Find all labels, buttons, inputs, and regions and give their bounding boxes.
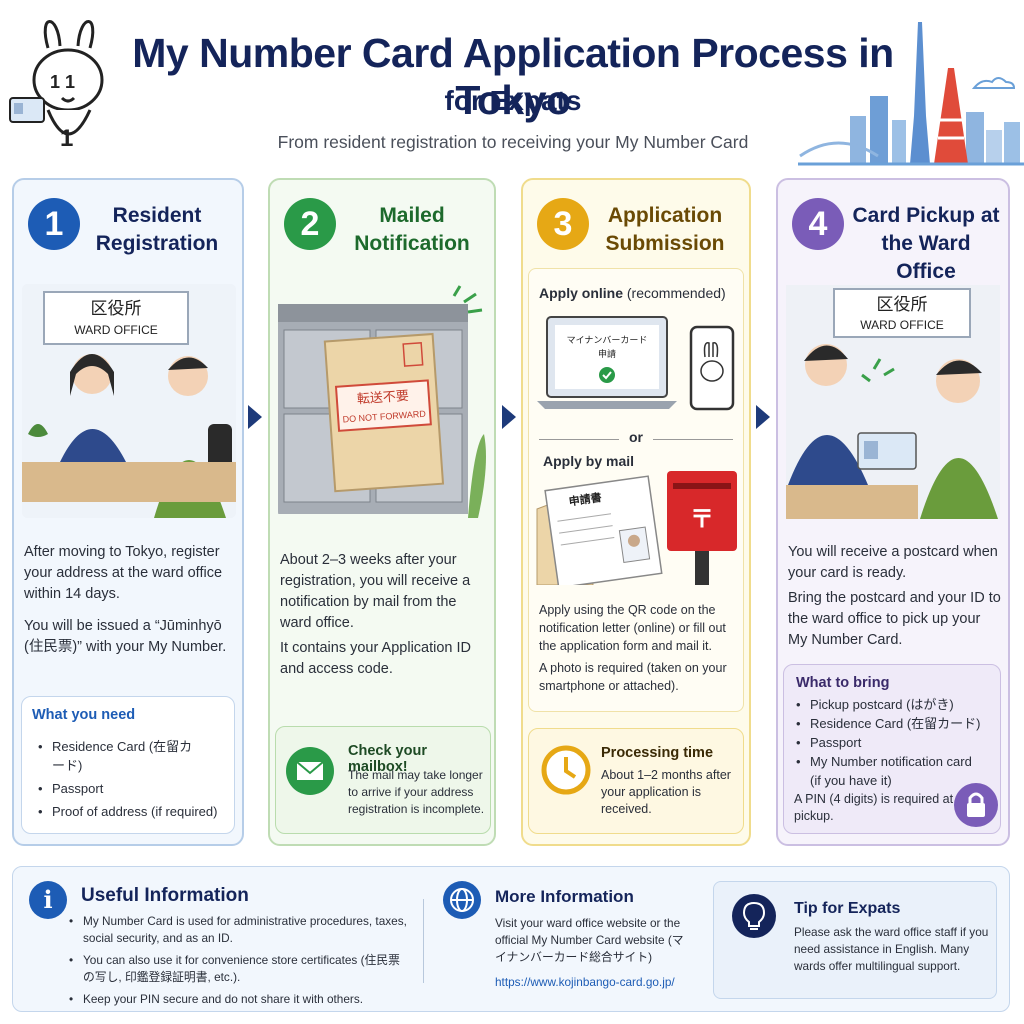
official-website-link[interactable]: https://www.kojinbango-card.go.jp/ bbox=[495, 975, 675, 989]
step-card-application-submission: 3 Application Submission Apply online (r… bbox=[521, 178, 751, 846]
check-mailbox-box: Check your mailbox! The mail may take lo… bbox=[275, 726, 491, 834]
list-item: My Number notification card (if you have… bbox=[796, 752, 974, 790]
lock-icon bbox=[954, 783, 998, 827]
pin-note: A PIN (4 digits) is required at pickup. bbox=[794, 792, 954, 823]
box-title: What you need bbox=[32, 707, 136, 723]
or-divider: or bbox=[539, 429, 733, 449]
svg-text:申請: 申請 bbox=[598, 348, 616, 360]
list-item: Keep your PIN secure and do not share it… bbox=[69, 991, 409, 1008]
sign-english: WARD OFFICE bbox=[74, 323, 158, 337]
step-description: After moving to Tokyo, register your add… bbox=[24, 544, 223, 602]
step-title-line: Notification bbox=[354, 232, 470, 255]
sign-english: WARD OFFICE bbox=[860, 318, 944, 332]
clock-icon bbox=[541, 745, 591, 795]
laptop-phone-icon: マイナンバーカード 申請 bbox=[537, 316, 735, 411]
svg-text:1: 1 bbox=[60, 125, 73, 152]
envelope-icon bbox=[286, 747, 334, 795]
step-title: Mailed Notification bbox=[342, 202, 482, 258]
what-you-need-box: What you need Residence Card (在留カード) Pas… bbox=[21, 696, 235, 834]
header: 1 1 1 My Number Card Application Process… bbox=[0, 0, 1024, 175]
ward-office-counter-illustration: 区役所 WARD OFFICE bbox=[22, 284, 236, 518]
step-title-line: Application bbox=[607, 204, 723, 227]
sign-kanji: 区役所 bbox=[877, 295, 928, 315]
more-info-text: Visit your ward office website or the of… bbox=[495, 916, 684, 964]
step-description-secondary: Bring the postcard and your ID to the wa… bbox=[788, 590, 1001, 648]
page-subtitle: for Expats bbox=[444, 85, 582, 116]
step-title: Resident Registration bbox=[86, 202, 228, 258]
step-description: About 2–3 weeks after your registration,… bbox=[280, 552, 471, 631]
apply-online-label: Apply online (recommended) bbox=[539, 285, 726, 301]
list-item: Passport bbox=[38, 779, 234, 798]
tip-box: Tip for Expats Please ask the ward offic… bbox=[713, 881, 997, 999]
step-description-secondary: You will be issued a “Jūminhyō (住民票)” wi… bbox=[24, 618, 227, 655]
step-number-badge: 2 bbox=[284, 198, 336, 250]
svg-text:〒: 〒 bbox=[690, 505, 714, 533]
step-number-badge: 1 bbox=[28, 198, 80, 250]
apply-by-mail-label: Apply by mail bbox=[543, 453, 635, 469]
svg-text:マイナンバーカード: マイナンバーカード bbox=[567, 335, 648, 346]
step-description-secondary: A photo is required (taken on your smart… bbox=[539, 661, 727, 693]
list-item: Residence Card (在留カード) bbox=[796, 714, 1000, 733]
step-description-secondary: It contains your Application ID and acce… bbox=[280, 640, 472, 677]
globe-icon bbox=[443, 881, 481, 919]
sign-kanji: 区役所 bbox=[91, 299, 142, 319]
step-card-card-pickup: 4 Card Pickup at the Ward Office 区役所 WAR… bbox=[776, 178, 1010, 846]
lightbulb-icon bbox=[732, 894, 776, 938]
card-pickup-illustration: 区役所 WARD OFFICE bbox=[786, 285, 1000, 519]
list-item: My Number Card is used for administrativ… bbox=[69, 913, 409, 947]
info-icon: i bbox=[29, 881, 67, 919]
processing-time-box: Processing time About 1–2 months after y… bbox=[528, 728, 744, 834]
svg-text:1 1: 1 1 bbox=[50, 72, 75, 92]
step-card-resident-registration: 1 Resident Registration 区役所 WARD OFFICE … bbox=[12, 178, 244, 846]
page-title: My Number Card Application Process in To… bbox=[132, 30, 894, 123]
stamp-japanese: 転送不要 bbox=[356, 389, 409, 408]
useful-info-title: Useful Information bbox=[81, 885, 249, 906]
box-title: Check your mailbox! bbox=[348, 743, 427, 775]
list-item: Proof of address (if required) bbox=[38, 802, 234, 821]
step-number-badge: 4 bbox=[792, 198, 844, 250]
step-title-line: Mailed bbox=[379, 204, 445, 227]
application-methods-panel: Apply online (recommended) マイナンバーカード 申請 … bbox=[528, 268, 744, 712]
list-item: Passport bbox=[796, 733, 1000, 752]
what-to-bring-box: What to bring Pickup postcard (はがき) Resi… bbox=[783, 664, 1001, 834]
box-title: What to bring bbox=[796, 675, 890, 691]
next-step-arrow-icon bbox=[502, 405, 516, 429]
apply-online-note: (recommended) bbox=[626, 285, 726, 301]
step-title-line: Submission bbox=[605, 232, 725, 255]
step-title-line: Card Pickup at bbox=[852, 204, 1000, 227]
more-info-title: More Information bbox=[495, 887, 634, 906]
info-panel: i Useful Information My Number Card is u… bbox=[12, 866, 1010, 1012]
list-item: Pickup postcard (はがき) bbox=[796, 695, 1000, 714]
form-label: 申請書 bbox=[568, 490, 603, 508]
box-text: About 1–2 months after your application … bbox=[601, 768, 731, 816]
step-title-line: Resident bbox=[112, 204, 202, 227]
page-tagline: From resident registration to receiving … bbox=[277, 132, 749, 152]
tokyo-skyline-icon bbox=[798, 22, 1024, 166]
form-postbox-icon: 申請書 〒 bbox=[536, 471, 737, 585]
mascot-rabbit-icon: 1 1 1 bbox=[9, 20, 104, 152]
divider bbox=[423, 899, 424, 983]
box-title: Processing time bbox=[601, 745, 714, 761]
or-label: or bbox=[629, 429, 643, 445]
apply-online-bold: Apply online bbox=[539, 285, 623, 301]
step-card-mailed-notification: 2 Mailed Notification 転送不要 DO NOT FORWAR… bbox=[268, 178, 496, 846]
box-text: The mail may take longer to arrive if yo… bbox=[348, 768, 485, 816]
list-item: You can also use it for convenience stor… bbox=[69, 952, 409, 986]
step-title: Application Submission bbox=[595, 202, 735, 258]
step-description: Apply using the QR code on the notificat… bbox=[539, 603, 726, 653]
next-step-arrow-icon bbox=[248, 405, 262, 429]
tip-title: Tip for Expats bbox=[794, 900, 901, 917]
step-title: Card Pickup at the Ward Office bbox=[850, 202, 1002, 286]
next-step-arrow-icon bbox=[756, 405, 770, 429]
step-number-badge: 3 bbox=[537, 198, 589, 250]
step-description: You will receive a postcard when your ca… bbox=[788, 544, 998, 581]
step-title-line: Registration bbox=[95, 232, 219, 255]
list-item: Residence Card (在留カード) bbox=[38, 737, 198, 775]
tip-text: Please ask the ward office staff if you … bbox=[794, 925, 989, 973]
mailbox-letter-illustration: 転送不要 DO NOT FORWARD bbox=[278, 284, 492, 518]
step-title-line: the Ward Office bbox=[881, 232, 971, 283]
